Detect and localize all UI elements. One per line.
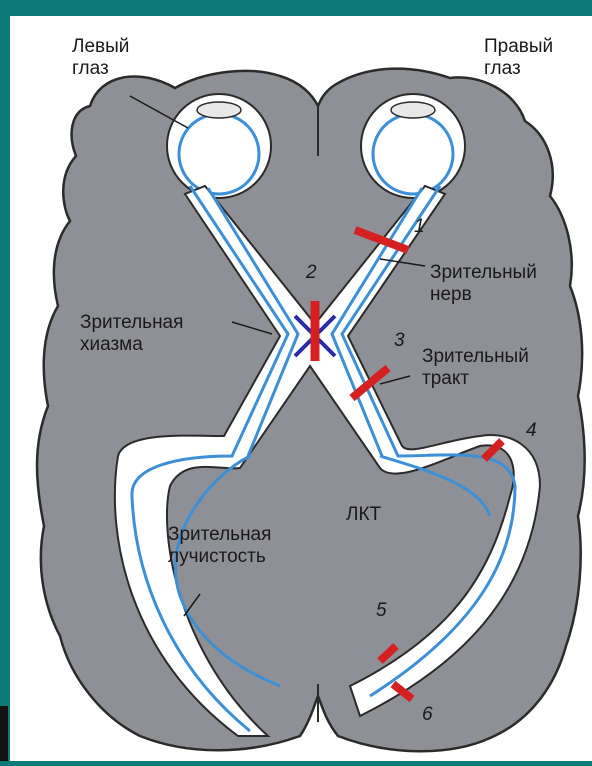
label-right-eye-line1: Правый [484, 36, 553, 58]
frame-top [0, 0, 592, 12]
right-eyeball [373, 114, 453, 194]
lesion-number-3: 3 [394, 330, 405, 352]
label-optic-tract-line2: тракт [422, 368, 529, 390]
label-optic-tract: Зрительный тракт [422, 346, 529, 390]
label-optic-radiation-line2: лучистость [168, 546, 271, 568]
label-optic-nerve-line1: Зрительный [430, 262, 537, 284]
lesion-number-2: 2 [306, 262, 317, 284]
left-eyeball [179, 114, 259, 194]
left-lens [197, 102, 241, 118]
label-optic-nerve: Зрительный нерв [430, 262, 537, 306]
label-right-eye-line2: глаз [484, 58, 553, 80]
label-left-eye-line2: глаз [72, 58, 129, 80]
brain-outline [37, 69, 585, 752]
label-left-eye: Левый глаз [72, 36, 129, 80]
label-optic-radiation-line1: Зрительная [168, 524, 271, 546]
diagram-panel: Левый глаз Правый глаз Зрительный нерв З… [10, 16, 592, 761]
label-right-eye: Правый глаз [484, 36, 553, 80]
label-optic-chiasm-line1: Зрительная [80, 312, 183, 334]
label-optic-radiation: Зрительная лучистость [168, 524, 271, 568]
lesion-number-4: 4 [526, 420, 537, 442]
lesion-number-5: 5 [376, 600, 387, 622]
right-lens [391, 102, 435, 118]
frame-left [0, 0, 8, 761]
label-lgn: ЛКТ [346, 504, 381, 526]
label-optic-chiasm-line2: хиазма [80, 334, 183, 356]
lesion-number-6: 6 [422, 704, 433, 726]
label-left-eye-line1: Левый [72, 36, 129, 58]
frame-corner-block [0, 706, 8, 761]
label-optic-tract-line1: Зрительный [422, 346, 529, 368]
label-optic-chiasm: Зрительная хиазма [80, 312, 183, 356]
lesion-number-1: 1 [414, 216, 425, 238]
label-optic-nerve-line2: нерв [430, 284, 537, 306]
